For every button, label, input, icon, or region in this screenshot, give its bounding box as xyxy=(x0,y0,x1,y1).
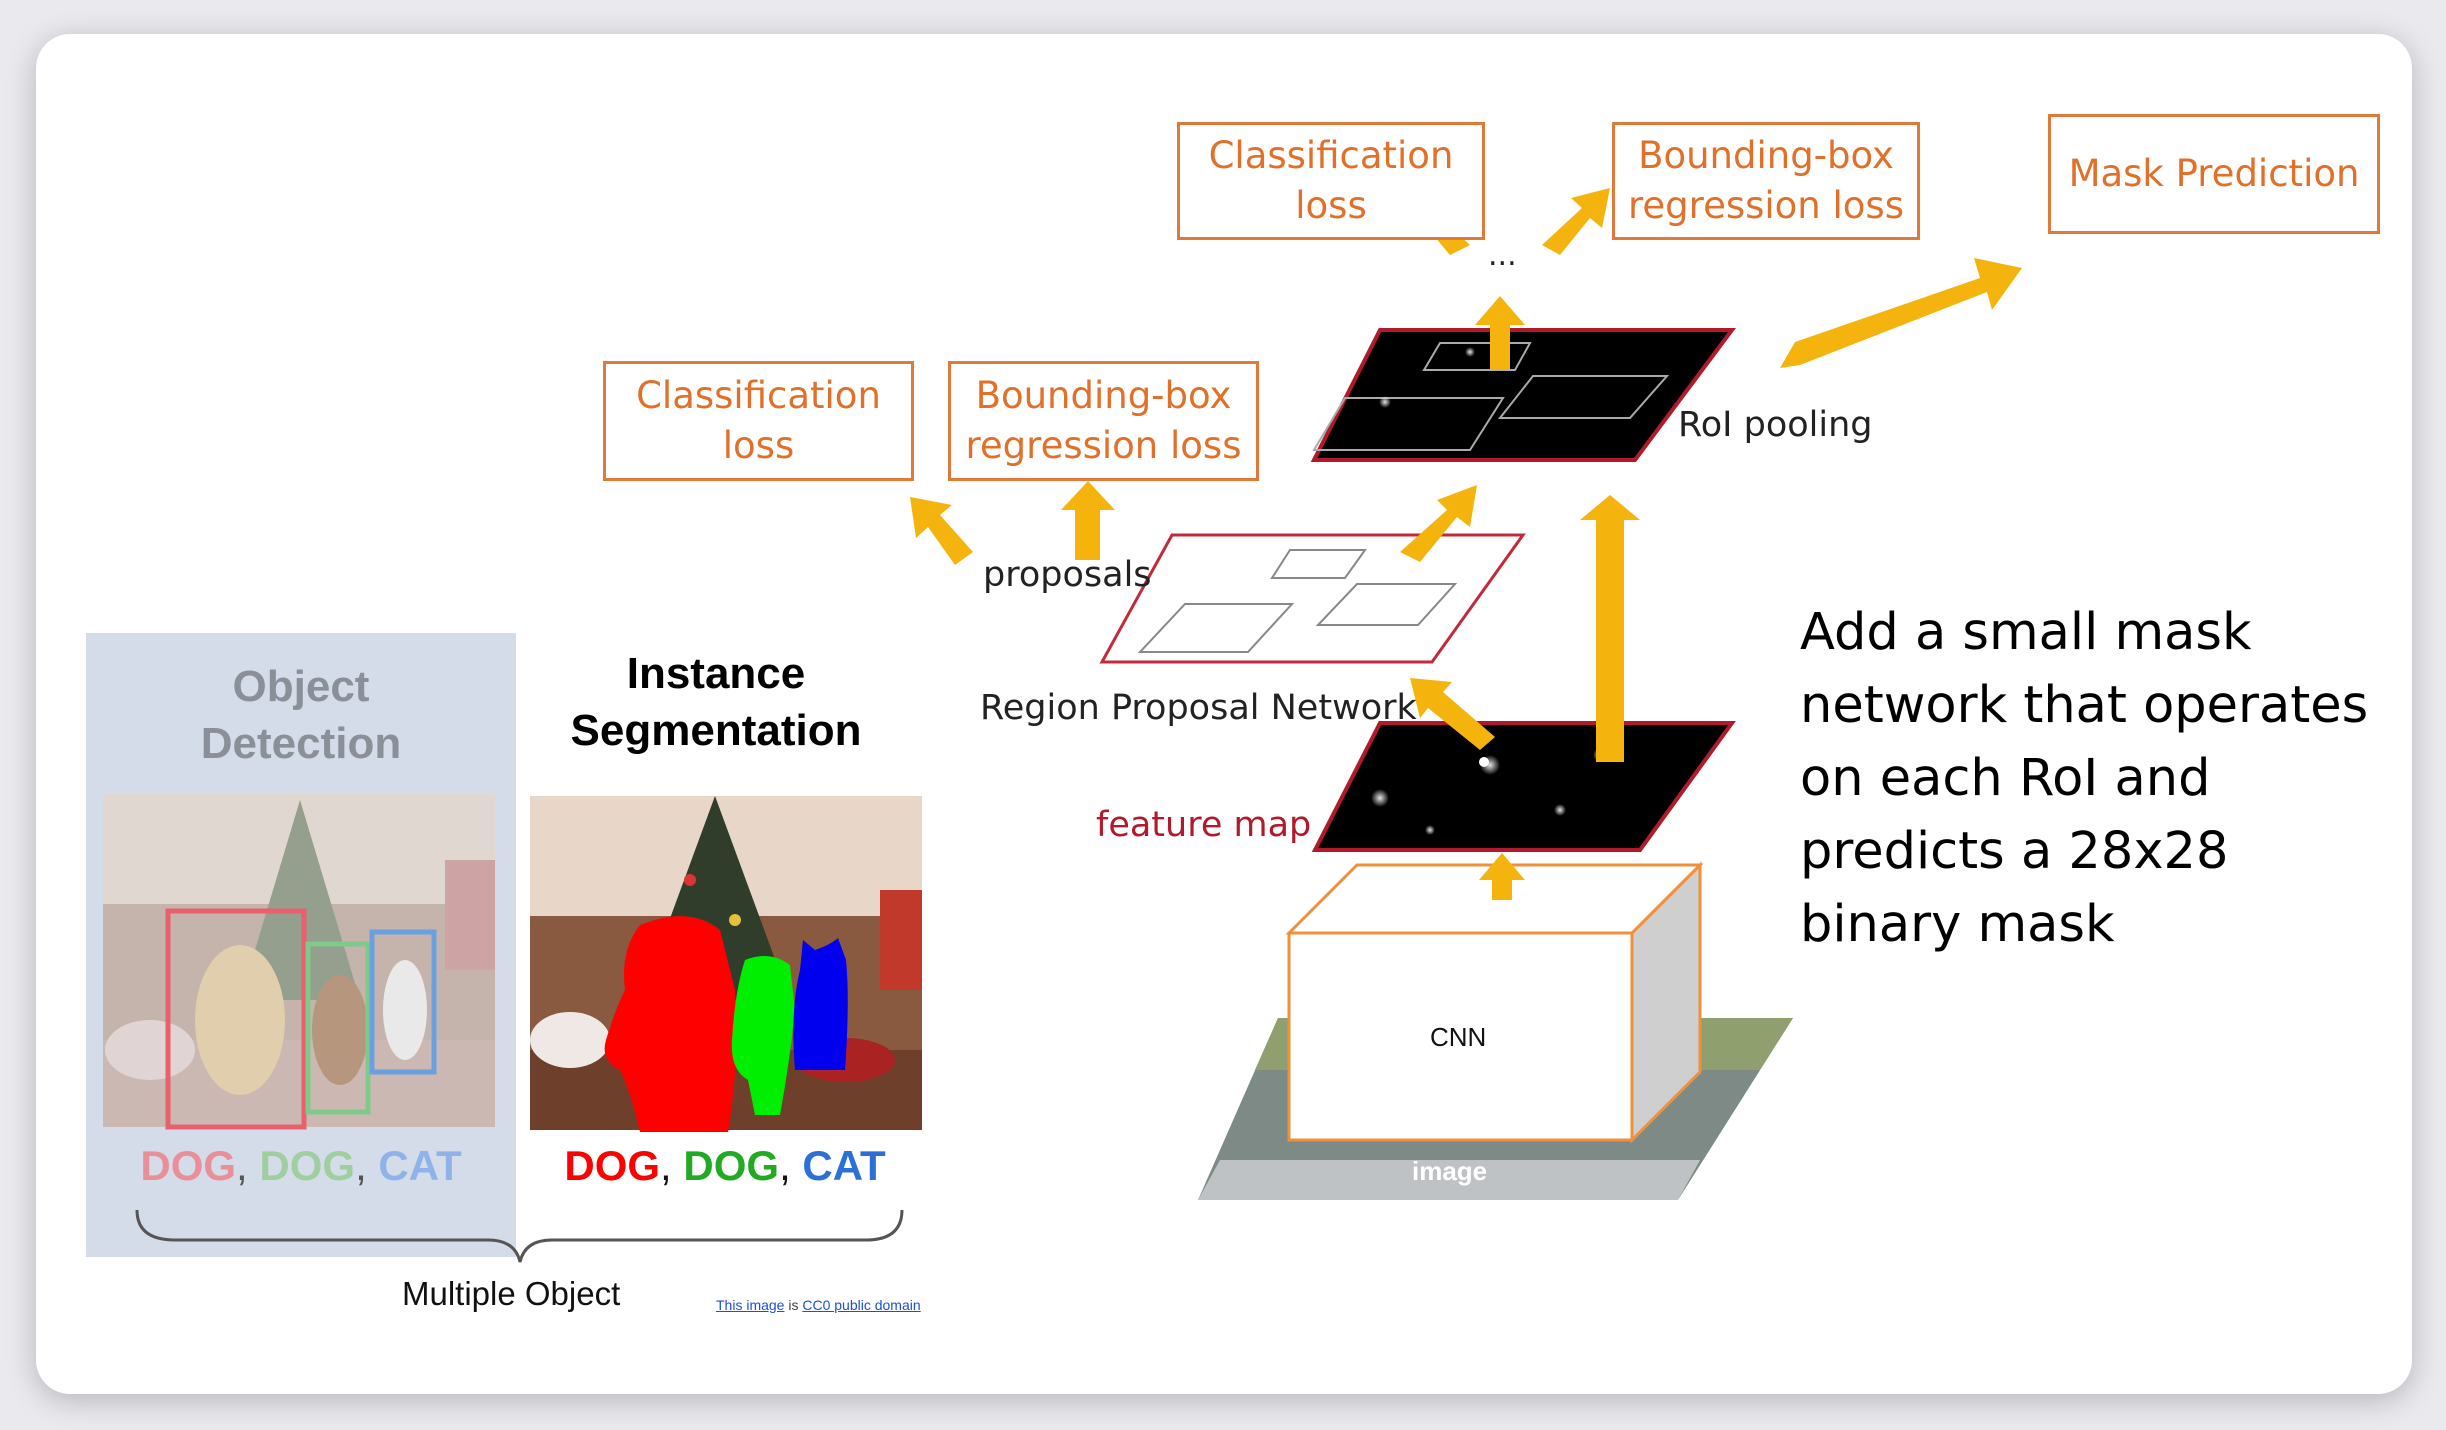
is-title-line2: Segmentation xyxy=(570,706,862,755)
dog-bbox-2 xyxy=(305,941,371,1115)
proposals-label: proposals xyxy=(983,555,1152,595)
arrow-to-rpn-cls xyxy=(910,497,973,565)
arrows xyxy=(910,188,2022,900)
top-cls-line2: loss xyxy=(1295,184,1367,227)
top-bbox-loss-box: Bounding-box regression loss xyxy=(1612,122,1920,240)
segmentation-class-list: DOG, DOG, CAT xyxy=(520,1142,930,1190)
description-line-1: Add a small mask xyxy=(1800,603,2252,662)
arrow-to-mask xyxy=(1780,258,2022,368)
top-bbox-line2: regression loss xyxy=(1628,184,1904,227)
cnn-label: CNN xyxy=(1430,1022,1487,1052)
credit-mid: is xyxy=(784,1297,803,1313)
cat-bbox xyxy=(369,929,437,1075)
arrow-roi-to-heads xyxy=(1475,296,1525,370)
arrow-to-rpn-bbox xyxy=(1061,481,1115,560)
dog-mask-red xyxy=(604,916,737,1132)
rpn-bbox-loss-box: Bounding-box regression loss xyxy=(948,361,1259,481)
arrow-rpn-to-roi xyxy=(1400,485,1477,562)
od-title-line2: Detection xyxy=(200,719,402,768)
rpn-bbox-line1: Bounding-box xyxy=(975,374,1232,418)
rpn-classification-loss-box: Classification loss xyxy=(603,361,914,481)
rpn-plane xyxy=(1099,533,1526,664)
object-detection-title: Object Detection xyxy=(86,658,516,772)
od-sep-1: , xyxy=(236,1142,248,1189)
detection-class-list: DOG, DOG, CAT xyxy=(86,1142,516,1190)
description-line-4: predicts a 28x28 xyxy=(1800,822,2229,881)
arrow-cnn-to-feature xyxy=(1479,853,1525,900)
dog-mask-green xyxy=(731,956,795,1115)
is-sep-1: , xyxy=(660,1142,672,1189)
od-title-line1: Object xyxy=(232,662,370,711)
description-line-5: binary mask xyxy=(1800,895,2115,954)
is-class-1: DOG xyxy=(564,1142,661,1189)
cat-mask-blue xyxy=(793,938,848,1070)
is-sep-2: , xyxy=(779,1142,791,1189)
arrow-feature-to-roi xyxy=(1580,495,1640,762)
arrow-to-top-bbox xyxy=(1542,188,1610,255)
multiple-object-brace xyxy=(135,1209,904,1263)
is-title-line1: Instance xyxy=(626,649,806,698)
image-credit: This image is CC0 public domain xyxy=(716,1297,921,1313)
image-label: image xyxy=(1412,1156,1488,1186)
description-line-2: network that operates xyxy=(1800,676,2369,735)
arrow-feature-to-rpn xyxy=(1410,678,1495,750)
top-bbox-line1: Bounding-box xyxy=(1638,134,1894,178)
top-classification-loss-box: Classification loss xyxy=(1177,122,1485,240)
rpn-bbox-line2: regression loss xyxy=(965,424,1242,467)
rpn-label: Region Proposal Network xyxy=(980,688,1417,728)
credit-link-license[interactable]: CC0 public domain xyxy=(802,1297,921,1313)
od-class-3: CAT xyxy=(378,1142,462,1189)
mask-prediction-box: Mask Prediction xyxy=(2048,114,2380,234)
is-class-2: DOG xyxy=(683,1142,780,1189)
description-line-3: on each RoI and xyxy=(1800,749,2211,808)
segmentation-photo xyxy=(530,796,922,1130)
credit-link-image[interactable]: This image xyxy=(716,1297,785,1313)
feature-map-label: feature map xyxy=(1096,805,1312,845)
dog-bbox-1 xyxy=(165,908,307,1130)
multiple-object-label: Multiple Object xyxy=(402,1275,621,1312)
roi-pooling-plane xyxy=(1310,328,1736,462)
instance-segmentation-title: Instance Segmentation xyxy=(520,645,912,759)
mask-prediction-label: Mask Prediction xyxy=(2068,152,2360,196)
top-cls-line1: Classification xyxy=(1208,134,1454,178)
feature-map-plane xyxy=(1311,721,1736,852)
od-class-2: DOG xyxy=(259,1142,356,1189)
od-class-1: DOG xyxy=(140,1142,237,1189)
heads-ellipsis: ... xyxy=(1488,238,1517,273)
is-class-3: CAT xyxy=(802,1142,886,1189)
rpn-cls-line2: loss xyxy=(722,424,795,467)
rpn-cls-line1: Classification xyxy=(636,374,881,418)
cnn-box xyxy=(1285,861,1704,1144)
mask-branch-description: Add a small mask network that operates o… xyxy=(1800,596,2368,961)
od-sep-2: , xyxy=(355,1142,367,1189)
roi-pooling-label: RoI pooling xyxy=(1678,405,1873,445)
